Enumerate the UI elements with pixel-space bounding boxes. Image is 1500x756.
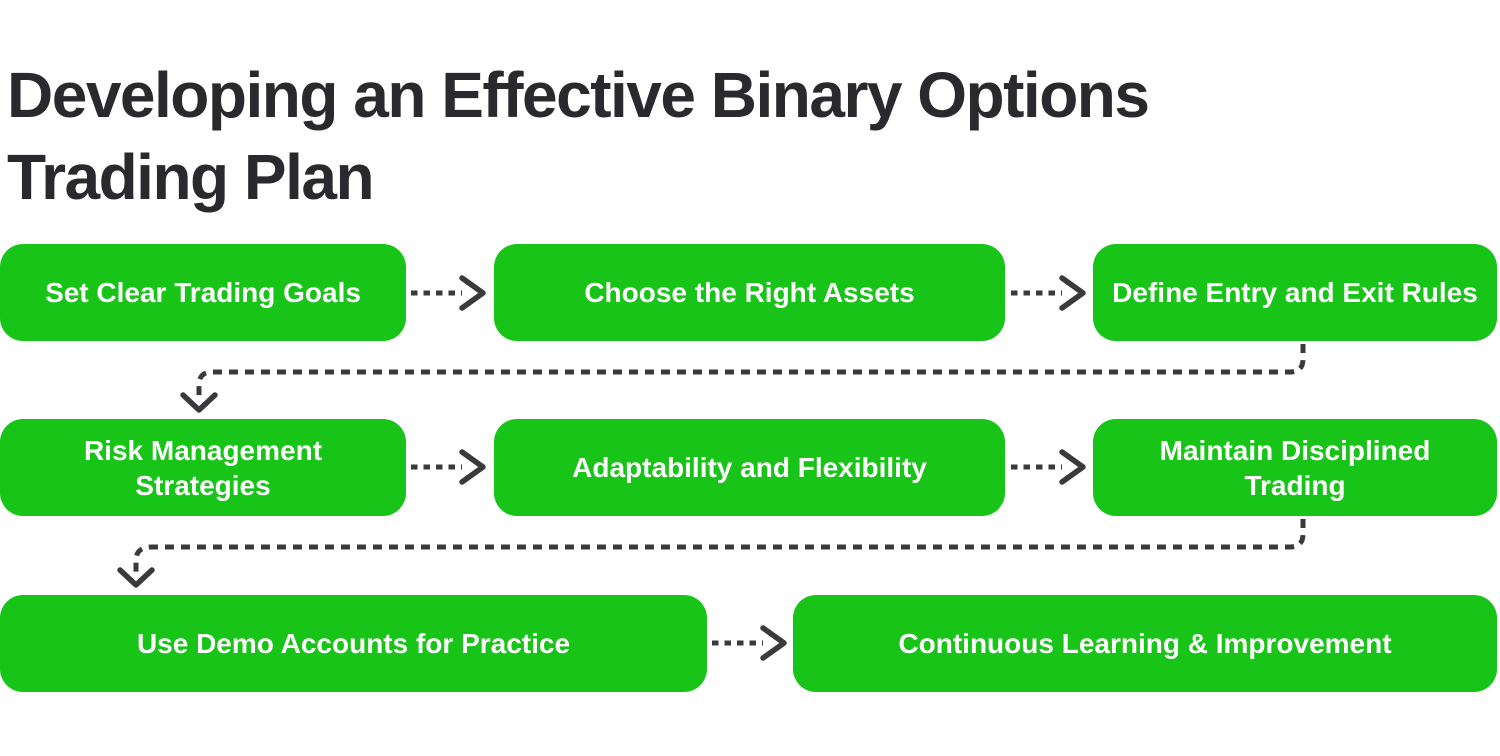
- flow-node-use-demo-accounts-for-practice: Use Demo Accounts for Practice: [0, 595, 707, 692]
- page-title-line1: Developing an Effective Binary Options: [7, 59, 1150, 131]
- page-title: Developing an Effective Binary Options T…: [7, 54, 1467, 218]
- flow-node-label: Set Clear Trading Goals: [45, 277, 361, 308]
- flow-node-choose-the-right-assets: Choose the Right Assets: [494, 244, 1005, 341]
- flow-node-risk-management-strategies: Risk Management Strategies: [0, 419, 406, 516]
- flow-node-continuous-learning-improvement: Continuous Learning & Improvement: [793, 595, 1497, 692]
- flow-node-label: Maintain Disciplined Trading: [1159, 434, 1431, 501]
- wrap-arrow-down-icon: [117, 519, 1306, 588]
- arrow-right-icon: [411, 449, 486, 485]
- arrow-right-icon: [1011, 275, 1086, 311]
- wrap-arrow-down-icon: [180, 344, 1306, 413]
- flow-node-adaptability-and-flexibility: Adaptability and Flexibility: [494, 419, 1005, 516]
- flow-node-define-entry-and-exit-rules: Define Entry and Exit Rules: [1093, 244, 1497, 341]
- arrow-right-icon: [411, 275, 486, 311]
- flow-node-label: Adaptability and Flexibility: [572, 452, 927, 483]
- flow-node-set-clear-trading-goals: Set Clear Trading Goals: [0, 244, 406, 341]
- flow-node-label: Choose the Right Assets: [584, 277, 915, 308]
- flow-node-label: Use Demo Accounts for Practice: [136, 628, 571, 659]
- arrow-right-icon: [712, 625, 787, 661]
- flow-node-label: Continuous Learning & Improvement: [898, 628, 1392, 659]
- page-title-line2: Trading Plan: [7, 141, 375, 213]
- flow-node-maintain-disciplined-trading: Maintain Disciplined Trading: [1093, 419, 1497, 516]
- flow-node-label: Risk Management Strategies: [83, 434, 323, 501]
- flow-node-label: Define Entry and Exit Rules: [1112, 277, 1478, 308]
- arrow-right-icon: [1011, 449, 1086, 485]
